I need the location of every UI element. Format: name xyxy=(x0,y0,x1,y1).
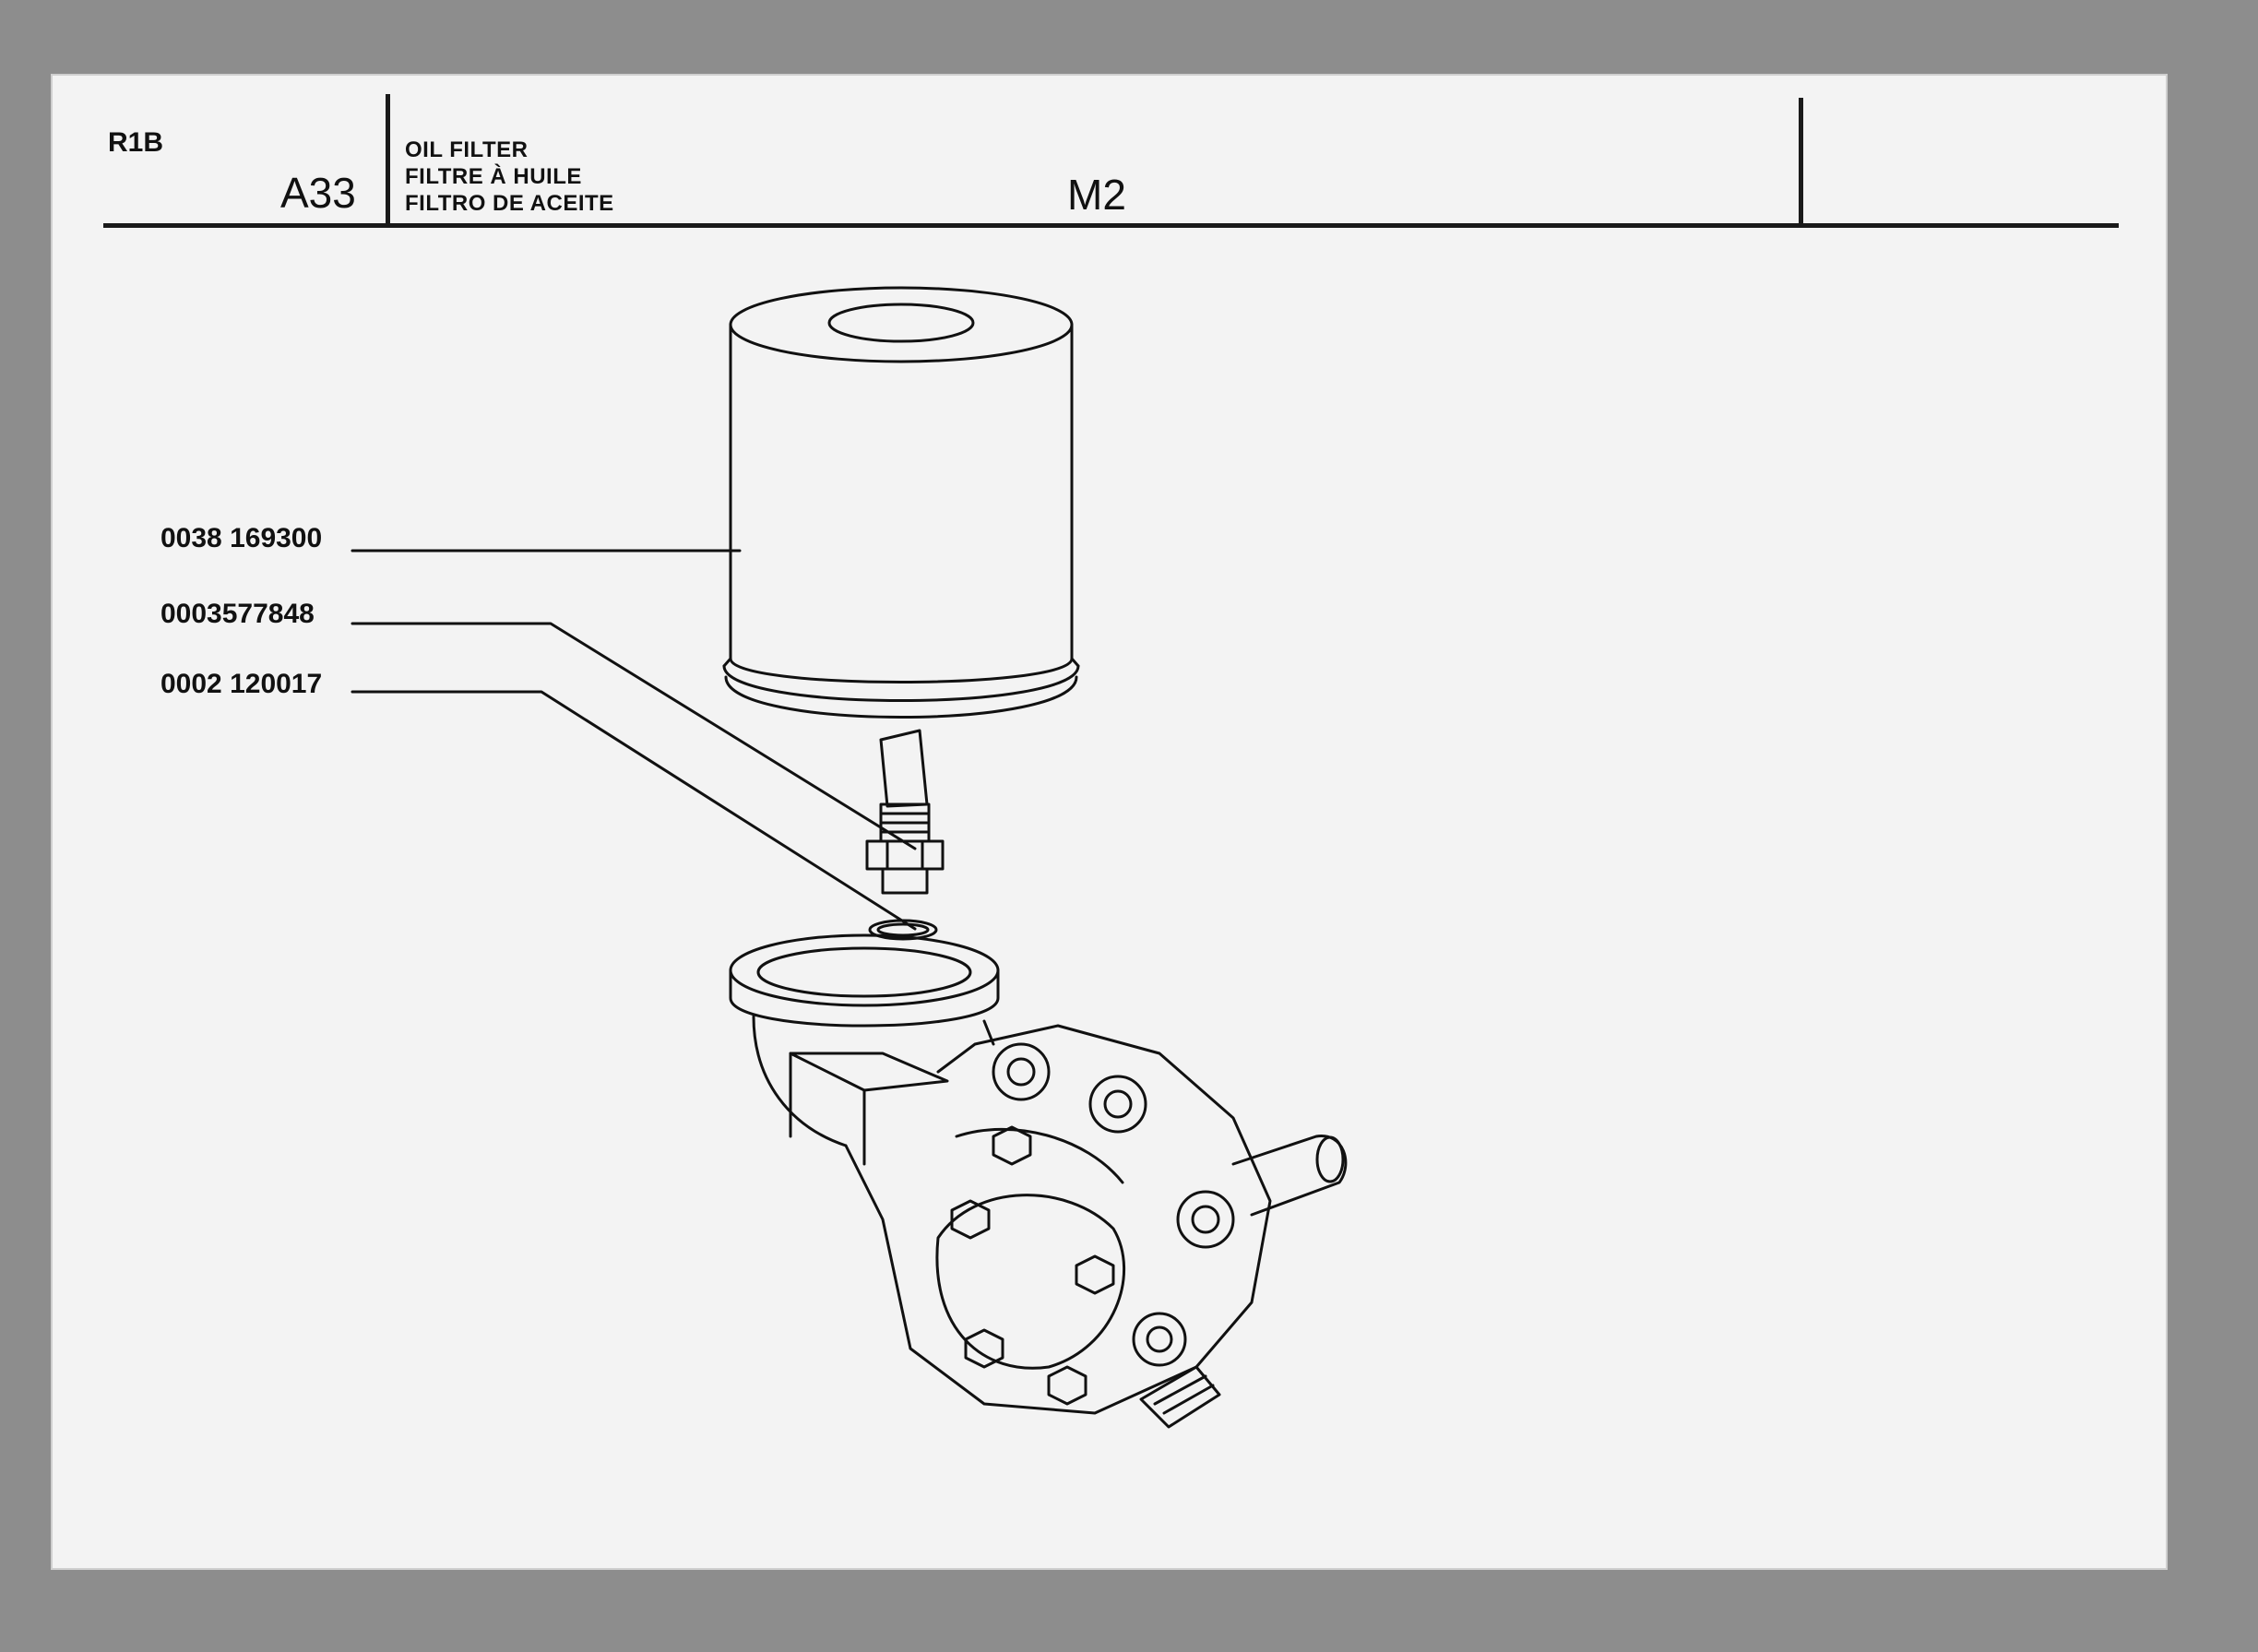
page-title: OIL FILTER FILTRE À HUILE FILTRO DE ACEI… xyxy=(405,137,614,217)
group-code: A33 xyxy=(280,169,356,217)
part-number-seal-ring: 0002 120017 xyxy=(160,669,323,699)
seal-ring xyxy=(868,919,938,941)
catalog-page: R1B A33 OIL FILTER FILTRE À HUILE FILTRO… xyxy=(51,74,2168,1570)
part-number-filter: 0038 169300 xyxy=(160,523,323,553)
title-english: OIL FILTER xyxy=(405,137,529,162)
leader-line-seal-ring xyxy=(351,690,917,931)
header-divider-left xyxy=(386,94,390,223)
title-spanish: FILTRO DE ACEITE xyxy=(405,191,614,216)
leader-lines xyxy=(351,549,917,931)
model-code: M2 xyxy=(1067,171,1126,219)
oil-filter-cartridge xyxy=(722,286,1080,719)
part-number-nipple: 0003577848 xyxy=(160,599,315,629)
title-french: FILTRE À HUILE xyxy=(405,164,582,189)
threaded-nipple xyxy=(865,729,945,895)
leader-line-nipple xyxy=(351,622,917,850)
filter-head-housing xyxy=(729,933,1348,1429)
header-divider-right xyxy=(1799,98,1803,223)
exploded-view-drawing xyxy=(351,286,1348,1429)
section-code: R1B xyxy=(108,127,164,158)
header-rule xyxy=(103,223,2119,228)
page-header: R1B A33 OIL FILTER FILTRE À HUILE FILTRO… xyxy=(53,76,2169,232)
